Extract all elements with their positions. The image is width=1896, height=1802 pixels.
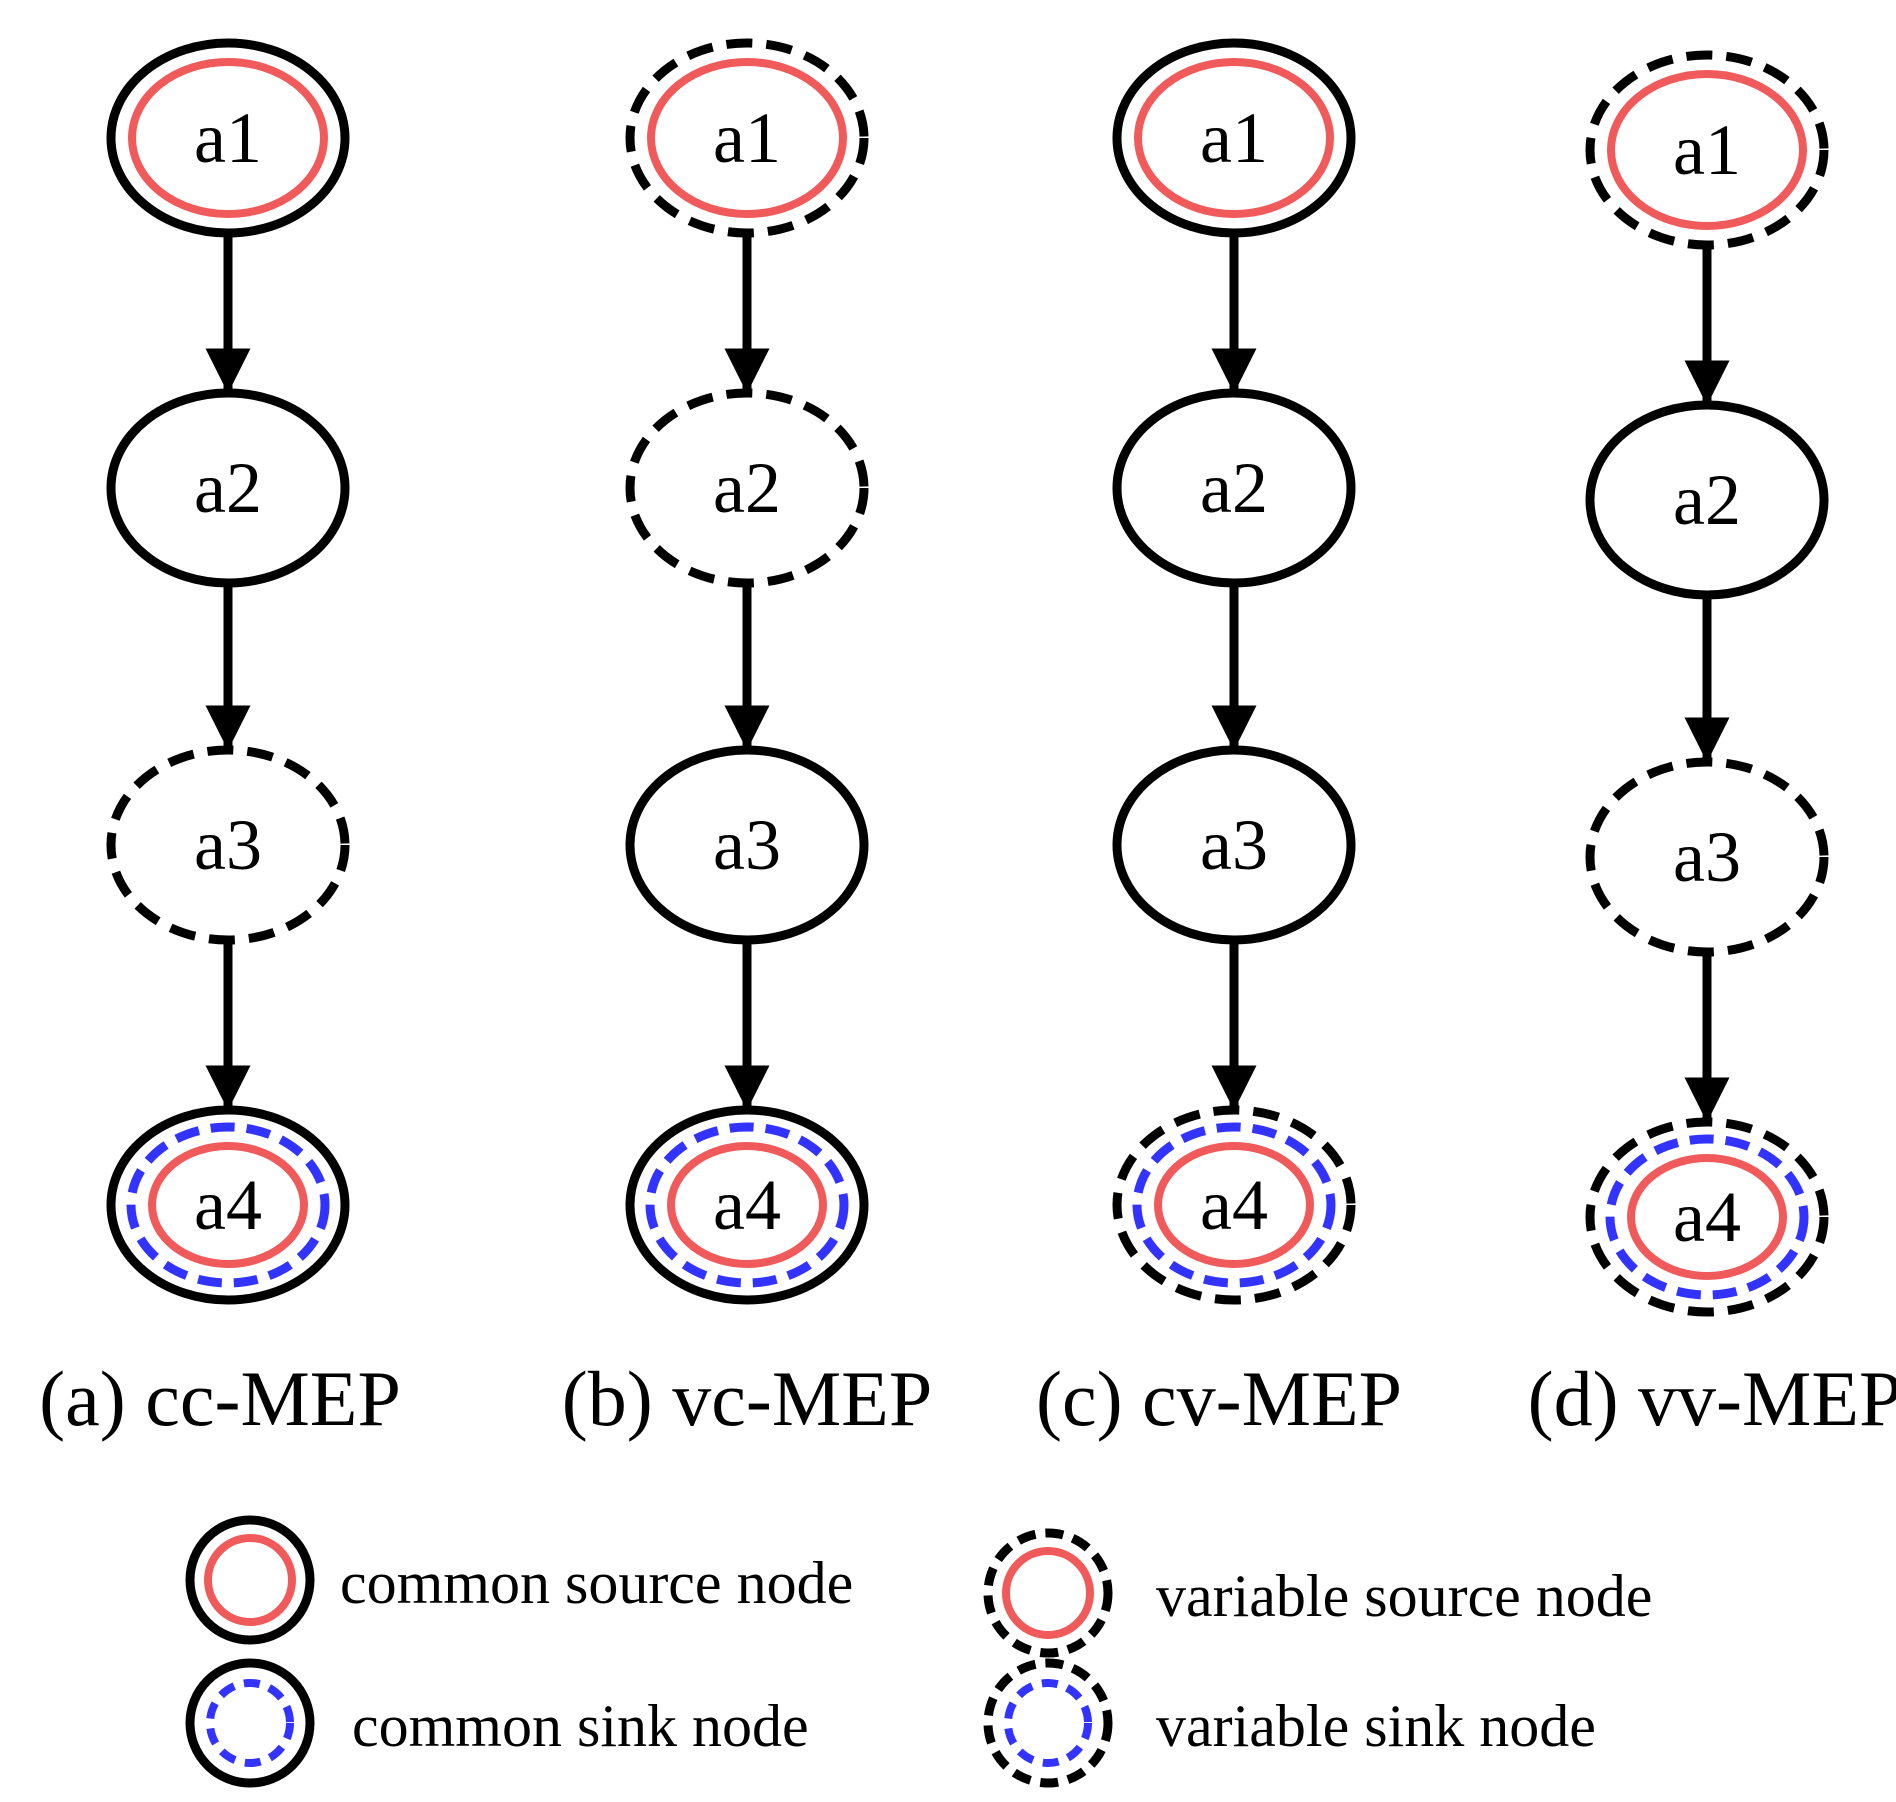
node-a1: a1 (106, 38, 350, 238)
panel-a: a1 a2 a3 a4 (a) cc-MEP (39, 38, 401, 1442)
sink-ring (126, 1122, 330, 1288)
panel-d: a1 a2 a3 a4 (d) vv-MEP (1528, 50, 1896, 1442)
node-a2: a2 (1585, 400, 1829, 600)
node-border-solid (1112, 745, 1356, 945)
node-border-dashed (1585, 50, 1829, 250)
node-border-solid (106, 388, 350, 588)
panel-b: a1 a2 a3 a4 (b) vc-MEP (562, 38, 932, 1442)
sink-ring (645, 1122, 849, 1288)
node-border-dashed (1585, 757, 1829, 957)
source-ring (148, 1142, 308, 1268)
node-label: a1 (194, 98, 262, 178)
node-a3: a3 (625, 745, 869, 945)
panels-layer: a1 a2 a3 a4 (a) cc-MEP a1 a2 a3 a4 (b) vc-MEP a1 a2… (39, 38, 1896, 1442)
node-border-solid (1112, 38, 1356, 238)
node-a4: a4 (1112, 1105, 1356, 1305)
source-ring (667, 1142, 827, 1268)
node-border-solid (106, 38, 350, 238)
node-label: a2 (713, 448, 781, 528)
legend-source-ring (204, 1534, 296, 1626)
node-label: a4 (194, 1165, 262, 1245)
legend-node-border-solid (185, 1658, 315, 1788)
node-label: a1 (1200, 98, 1268, 178)
node-label: a4 (1673, 1177, 1741, 1257)
node-label: a4 (713, 1165, 781, 1245)
node-a2: a2 (106, 388, 350, 588)
node-border-solid (1112, 388, 1356, 588)
node-label: a1 (1673, 110, 1741, 190)
node-border-solid (625, 1105, 869, 1305)
source-ring (128, 58, 328, 218)
node-border-solid (1585, 400, 1829, 600)
node-label: a4 (1200, 1165, 1268, 1245)
node-a1: a1 (1112, 38, 1356, 238)
source-ring (1134, 58, 1334, 218)
legend-label: variable sink node (1156, 1693, 1596, 1759)
node-a2: a2 (1112, 388, 1356, 588)
panel-caption: (b) vc-MEP (562, 1355, 932, 1442)
node-a3: a3 (1585, 757, 1829, 957)
legend-label: common source node (340, 1550, 853, 1616)
legend-label: common sink node (352, 1693, 809, 1759)
source-ring (1154, 1142, 1314, 1268)
legend-sink-ring (206, 1679, 294, 1767)
node-a4: a4 (106, 1105, 350, 1305)
legend-item: variable sink node (983, 1658, 1596, 1788)
legend-sink-ring (1004, 1679, 1092, 1767)
sink-ring (1132, 1122, 1336, 1288)
legend-node-border-dashed (983, 1528, 1113, 1658)
node-a2: a2 (625, 388, 869, 588)
source-ring (1607, 70, 1807, 230)
node-label: a1 (713, 98, 781, 178)
legend-item: common sink node (185, 1658, 809, 1788)
legend-item: common source node (185, 1515, 853, 1645)
panel-c: a1 a2 a3 a4 (c) cv-MEP (1036, 38, 1402, 1442)
node-border-solid (625, 745, 869, 945)
source-ring (1627, 1154, 1787, 1280)
legend-source-ring (1002, 1547, 1094, 1639)
node-border-dashed (1585, 1117, 1829, 1317)
node-border-solid (106, 1105, 350, 1305)
panel-caption: (c) cv-MEP (1036, 1355, 1402, 1442)
node-a4: a4 (1585, 1117, 1829, 1317)
node-label: a3 (1673, 817, 1741, 897)
node-label: a2 (1673, 460, 1741, 540)
node-border-dashed (625, 388, 869, 588)
legend-node-border-dashed (983, 1658, 1113, 1788)
panel-caption: (a) cc-MEP (39, 1355, 401, 1442)
legend-item: variable source node (983, 1528, 1652, 1658)
node-label: a3 (713, 805, 781, 885)
node-a4: a4 (625, 1105, 869, 1305)
source-ring (647, 58, 847, 218)
node-a1: a1 (1585, 50, 1829, 250)
node-border-dashed (625, 38, 869, 238)
legend-label: variable source node (1156, 1563, 1652, 1629)
legend-node-border-solid (185, 1515, 315, 1645)
node-border-dashed (1112, 1105, 1356, 1305)
node-a3: a3 (106, 745, 350, 945)
legend: common source node variable source node co… (185, 1515, 1652, 1788)
node-label: a2 (1200, 448, 1268, 528)
sink-ring (1605, 1134, 1809, 1300)
node-label: a3 (194, 805, 262, 885)
node-label: a3 (1200, 805, 1268, 885)
node-label: a2 (194, 448, 262, 528)
node-a3: a3 (1112, 745, 1356, 945)
panel-caption: (d) vv-MEP (1528, 1355, 1896, 1442)
node-a1: a1 (625, 38, 869, 238)
node-border-dashed (106, 745, 350, 945)
